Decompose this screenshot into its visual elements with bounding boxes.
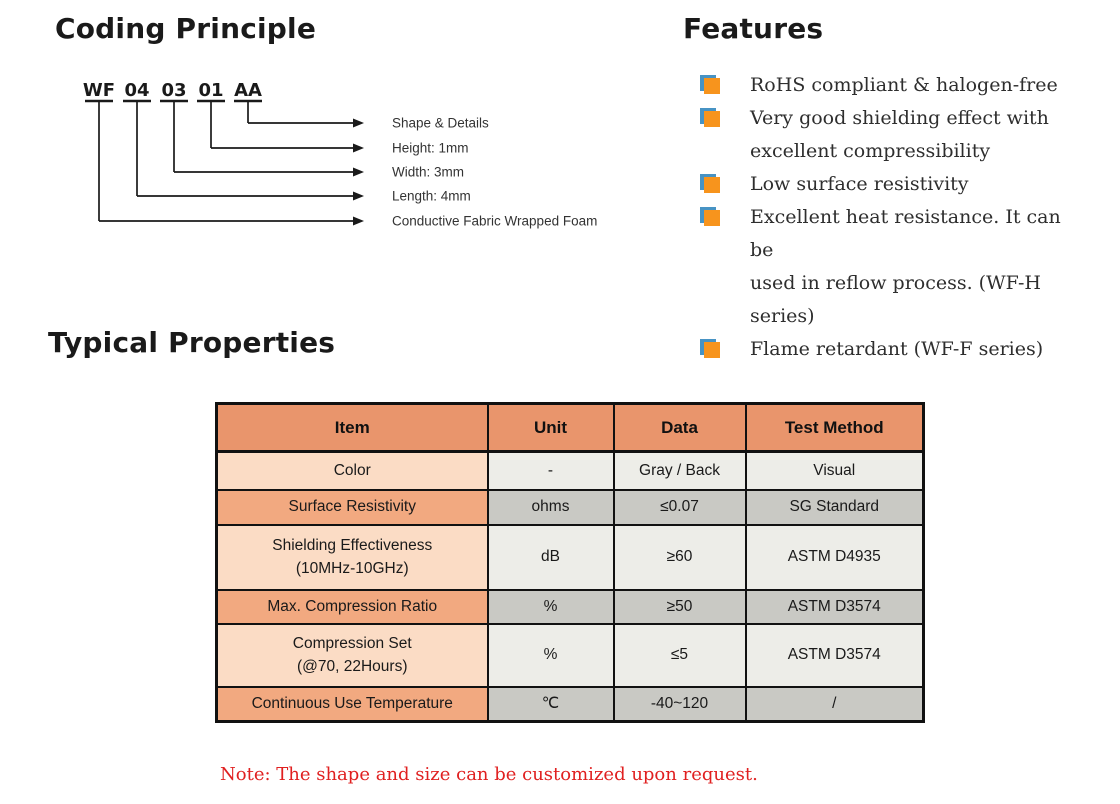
table-row: Surface Resistivity ohms ≤0.07 SG Standa…: [215, 489, 925, 526]
cell-data: ≤0.07: [612, 489, 747, 526]
feature-text: Excellent heat resistance. It can be use…: [750, 206, 1061, 327]
cell-unit: dB: [486, 524, 615, 591]
cell-item: Max. Compression Ratio: [215, 589, 489, 625]
cell-method: ASTM D3574: [744, 589, 925, 625]
customization-note: Note: The shape and size can be customiz…: [220, 764, 758, 785]
feature-text: RoHS compliant & halogen-free: [750, 74, 1058, 96]
feature-text: Flame retardant (WF-F series): [750, 338, 1044, 360]
code-arrow-label: Width: 3mm: [392, 165, 464, 180]
column-header-data: Data: [612, 402, 747, 453]
square-bullet-icon: [700, 174, 721, 195]
features-title: Features: [683, 12, 824, 45]
table-row: Shielding Effectiveness (10MHz-10GHz) dB…: [215, 524, 925, 591]
feature-item: RoHS compliant & halogen-free: [700, 69, 1090, 102]
coding-principle-title: Coding Principle: [55, 12, 317, 45]
feature-text: Low surface resistivity: [750, 173, 969, 195]
cell-method: Visual: [744, 450, 925, 491]
features-list: RoHS compliant & halogen-free Very good …: [700, 69, 1090, 366]
column-header-unit: Unit: [486, 402, 615, 453]
code-segment-length: 04: [124, 80, 149, 101]
cell-unit: ℃: [486, 686, 615, 723]
code-segment-width: 03: [161, 80, 186, 101]
typical-properties-title: Typical Properties: [48, 326, 336, 359]
cell-method: SG Standard: [744, 489, 925, 526]
square-bullet-icon: [700, 108, 721, 129]
cell-method: ASTM D4935: [744, 524, 925, 591]
cell-unit: %: [486, 589, 615, 625]
arrow-right-icon: [353, 118, 364, 128]
cell-method: ASTM D3574: [744, 623, 925, 688]
arrow-right-icon: [353, 216, 364, 226]
typical-properties-table: Item Unit Data Test Method Color - Gray …: [215, 402, 925, 723]
code-arrow-label: Conductive Fabric Wrapped Foam: [392, 214, 597, 229]
cell-unit: %: [486, 623, 615, 688]
code-segment-shape: AA: [234, 80, 262, 101]
cell-data: ≤5: [612, 623, 747, 688]
table-row: Max. Compression Ratio % ≥50 ASTM D3574: [215, 589, 925, 625]
feature-item: Low surface resistivity: [700, 168, 1090, 201]
cell-item: Continuous Use Temperature: [215, 686, 489, 723]
code-segment-height: 01: [198, 80, 223, 101]
feature-item: Excellent heat resistance. It can be use…: [700, 201, 1090, 333]
cell-data: ≥50: [612, 589, 747, 625]
cell-data: -40~120: [612, 686, 747, 723]
cell-data: ≥60: [612, 524, 747, 591]
code-arrow-label: Length: 4mm: [392, 189, 471, 204]
code-arrow-label: Height: 1mm: [392, 141, 469, 156]
feature-item: Very good shielding effect with excellen…: [700, 102, 1090, 168]
cell-item: Surface Resistivity: [215, 489, 489, 526]
table-row: Color - Gray / Back Visual: [215, 450, 925, 491]
cell-method: /: [744, 686, 925, 723]
table-row: Continuous Use Temperature ℃ -40~120 /: [215, 686, 925, 723]
code-segment-wf: WF: [83, 80, 115, 101]
cell-unit: ohms: [486, 489, 615, 526]
square-bullet-icon: [700, 75, 721, 96]
table-row: Compression Set (@70, 22Hours) % ≤5 ASTM…: [215, 623, 925, 688]
cell-data: Gray / Back: [612, 450, 747, 491]
feature-text: Very good shielding effect with excellen…: [750, 107, 1049, 162]
table-header-row: Item Unit Data Test Method: [215, 402, 925, 453]
square-bullet-icon: [700, 207, 721, 228]
arrow-right-icon: [353, 167, 364, 177]
square-bullet-icon: [700, 339, 721, 360]
cell-item: Compression Set (@70, 22Hours): [215, 623, 489, 688]
code-arrow-label: Shape & Details: [392, 116, 489, 131]
cell-item: Shielding Effectiveness (10MHz-10GHz): [215, 524, 489, 591]
arrow-right-icon: [353, 191, 364, 201]
coding-diagram: WF 04 03 01 AA Shape & Details Height: 1…: [83, 80, 597, 229]
feature-item: Flame retardant (WF-F series): [700, 333, 1090, 366]
cell-item: Color: [215, 450, 489, 491]
arrow-right-icon: [353, 143, 364, 153]
column-header-method: Test Method: [744, 402, 925, 453]
column-header-item: Item: [215, 402, 489, 453]
cell-unit: -: [486, 450, 615, 491]
